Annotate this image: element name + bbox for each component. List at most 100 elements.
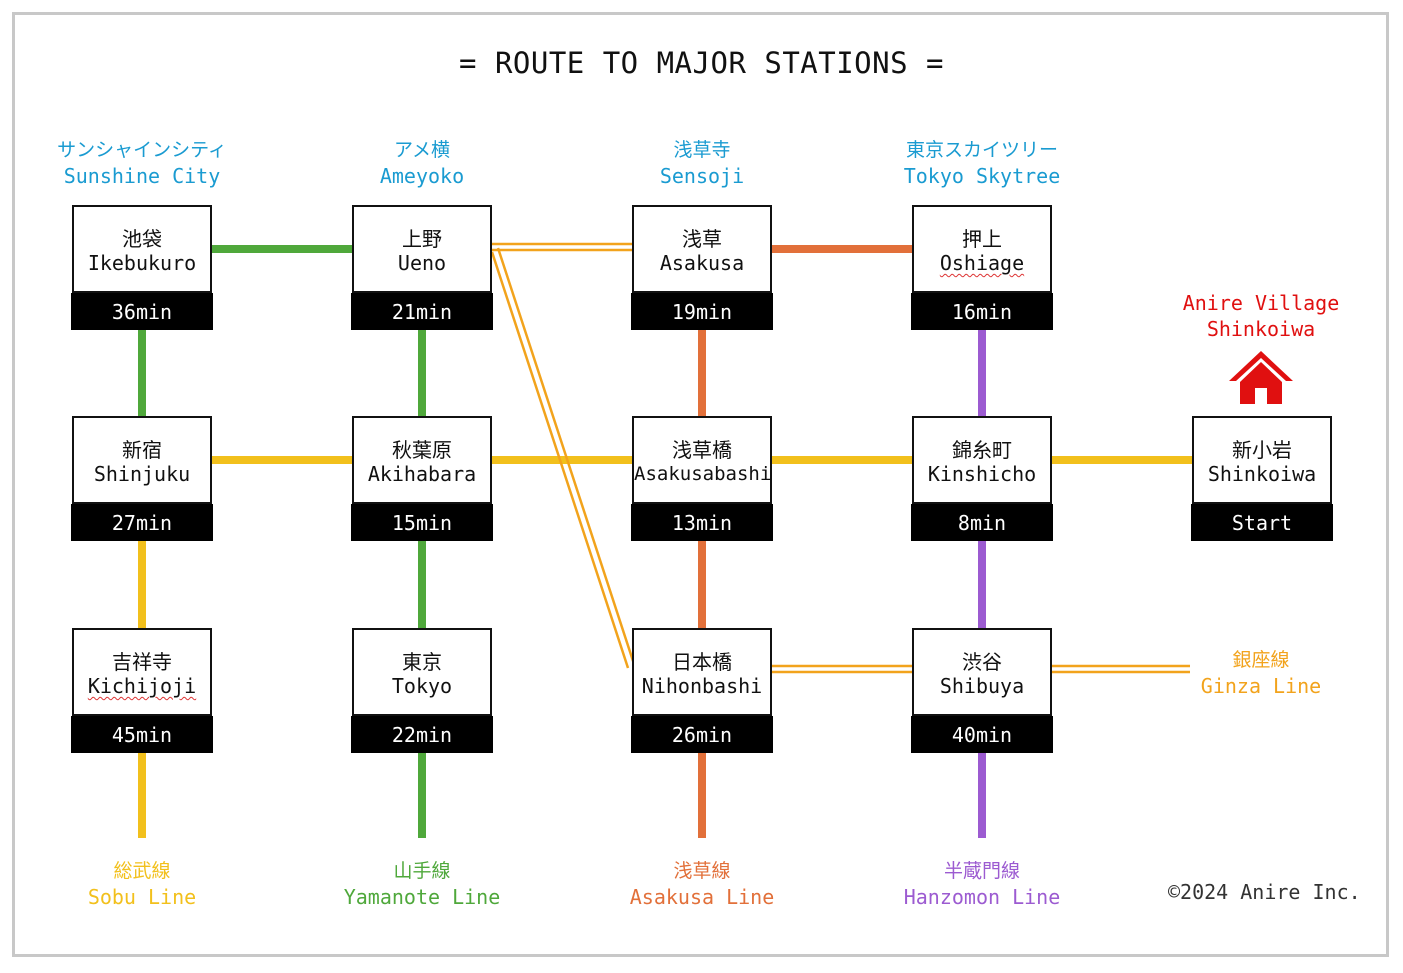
station-name-jp: 新小岩 <box>1232 438 1292 462</box>
station-box: 渋谷 Shibuya <box>912 628 1052 716</box>
station-box: 新宿 Shinjuku <box>72 416 212 504</box>
line-label-hanzomon: 半蔵門線 Hanzomon Line <box>862 858 1102 910</box>
line-label-sobu: 総武線 Sobu Line <box>22 858 262 910</box>
station-name-jp: 錦糸町 <box>952 438 1012 462</box>
travel-time: 13min <box>631 504 773 541</box>
station-box: 東京 Tokyo <box>352 628 492 716</box>
station-shinjuku[interactable]: 新宿 Shinjuku 27min <box>71 416 213 541</box>
landmark-sunshine-city: サンシャインシティ Sunshine City <box>22 137 262 189</box>
ginza-line-paths <box>490 242 1190 674</box>
station-name-en: Nihonbashi <box>641 674 763 698</box>
copyright-text: ©2024 Anire Inc. <box>1168 880 1361 904</box>
station-name-en: Tokyo <box>391 674 453 698</box>
line-label-ginza: 銀座線 Ginza Line <box>1141 647 1381 699</box>
home-name: Anire Village <box>1182 291 1340 315</box>
station-name-en: Akihabara <box>367 462 477 486</box>
travel-time: 45min <box>71 716 213 753</box>
station-box: 押上 Oshiage <box>912 205 1052 293</box>
landmark-ameyoko: アメ横 Ameyoko <box>302 137 542 189</box>
station-name-en: Shinjuku <box>93 462 191 486</box>
travel-time: 15min <box>351 504 493 541</box>
station-ueno[interactable]: 上野 Ueno 21min <box>351 205 493 330</box>
landmark-en: Sunshine City <box>63 164 221 188</box>
station-asakusabashi[interactable]: 浅草橋 Asakusabashi 13min <box>631 416 773 541</box>
house-icon <box>1229 351 1293 404</box>
line-name-en: Yamanote Line <box>343 885 501 909</box>
station-box: 浅草 Asakusa <box>632 205 772 293</box>
station-name-jp: 池袋 <box>122 227 162 251</box>
station-name-jp: 浅草 <box>682 227 722 251</box>
travel-time: 40min <box>911 716 1053 753</box>
station-name-jp: 日本橋 <box>672 650 732 674</box>
line-name-jp: 山手線 <box>393 860 451 882</box>
station-box: 池袋 Ikebukuro <box>72 205 212 293</box>
travel-time: 36min <box>71 293 213 330</box>
station-name-jp: 東京 <box>402 650 442 674</box>
station-kinshicho[interactable]: 錦糸町 Kinshicho 8min <box>911 416 1053 541</box>
station-name-en: Asakusa <box>659 251 745 275</box>
start-label: Start <box>1191 504 1333 541</box>
station-name-en: Kinshicho <box>927 462 1037 486</box>
line-name-jp: 総武線 <box>113 860 171 882</box>
station-name-en: Ueno <box>397 251 447 275</box>
station-shibuya[interactable]: 渋谷 Shibuya 40min <box>911 628 1053 753</box>
home-area: Shinkoiwa <box>1206 317 1316 341</box>
station-name-en: Asakusabashi <box>634 463 772 485</box>
station-oshiage[interactable]: 押上 Oshiage 16min <box>911 205 1053 330</box>
station-name-en: Kichijoji <box>87 674 197 698</box>
station-name-jp: 浅草橋 <box>672 438 732 462</box>
line-name-jp: 浅草線 <box>673 860 731 882</box>
travel-time: 19min <box>631 293 773 330</box>
station-name-jp: 新宿 <box>122 438 162 462</box>
station-name-jp: 吉祥寺 <box>112 650 172 674</box>
station-name-jp: 上野 <box>402 227 442 251</box>
station-box: 上野 Ueno <box>352 205 492 293</box>
travel-time: 21min <box>351 293 493 330</box>
landmark-jp: 東京スカイツリー <box>905 139 1058 161</box>
station-name-en: Shibuya <box>939 674 1025 698</box>
station-asakusa[interactable]: 浅草 Asakusa 19min <box>631 205 773 330</box>
station-box: 秋葉原 Akihabara <box>352 416 492 504</box>
station-box: 浅草橋 Asakusabashi <box>632 416 772 504</box>
station-box: 吉祥寺 Kichijoji <box>72 628 212 716</box>
station-name-jp: 秋葉原 <box>392 438 452 462</box>
line-name-en: Asakusa Line <box>629 885 775 909</box>
home-label: Anire Village Shinkoiwa <box>1141 290 1381 342</box>
station-akihabara[interactable]: 秋葉原 Akihabara 15min <box>351 416 493 541</box>
travel-time: 27min <box>71 504 213 541</box>
line-label-yamanote: 山手線 Yamanote Line <box>302 858 542 910</box>
travel-time: 8min <box>911 504 1053 541</box>
station-name-jp: 渋谷 <box>962 650 1002 674</box>
station-name-jp: 押上 <box>962 227 1002 251</box>
landmark-en: Tokyo Skytree <box>903 164 1061 188</box>
travel-time: 22min <box>351 716 493 753</box>
station-nihonbashi[interactable]: 日本橋 Nihonbashi 26min <box>631 628 773 753</box>
line-label-asakusa: 浅草線 Asakusa Line <box>582 858 822 910</box>
landmark-tokyo-skytree: 東京スカイツリー Tokyo Skytree <box>862 137 1102 189</box>
landmark-jp: サンシャインシティ <box>57 139 227 161</box>
line-name-jp: 半蔵門線 <box>943 860 1020 882</box>
travel-time: 16min <box>911 293 1053 330</box>
line-name-jp: 銀座線 <box>1232 649 1290 671</box>
station-box: 新小岩 Shinkoiwa <box>1192 416 1332 504</box>
line-name-en: Ginza Line <box>1200 674 1322 698</box>
landmark-jp: 浅草寺 <box>673 139 731 161</box>
station-box: 錦糸町 Kinshicho <box>912 416 1052 504</box>
station-kichijoji[interactable]: 吉祥寺 Kichijoji 45min <box>71 628 213 753</box>
line-name-en: Hanzomon Line <box>903 885 1061 909</box>
station-name-en: Oshiage <box>939 251 1025 275</box>
landmark-en: Ameyoko <box>379 164 465 188</box>
station-shinkoiwa[interactable]: 新小岩 Shinkoiwa Start <box>1191 416 1333 541</box>
page-title: = ROUTE TO MAJOR STATIONS = <box>459 46 944 80</box>
station-name-en: Shinkoiwa <box>1207 462 1317 486</box>
landmark-sensoji: 浅草寺 Sensoji <box>582 137 822 189</box>
station-box: 日本橋 Nihonbashi <box>632 628 772 716</box>
line-name-en: Sobu Line <box>87 885 197 909</box>
station-ikebukuro[interactable]: 池袋 Ikebukuro 36min <box>71 205 213 330</box>
landmark-jp: アメ横 <box>393 139 451 161</box>
station-tokyo[interactable]: 東京 Tokyo 22min <box>351 628 493 753</box>
travel-time: 26min <box>631 716 773 753</box>
landmark-en: Sensoji <box>659 164 745 188</box>
station-name-en: Ikebukuro <box>87 251 197 275</box>
